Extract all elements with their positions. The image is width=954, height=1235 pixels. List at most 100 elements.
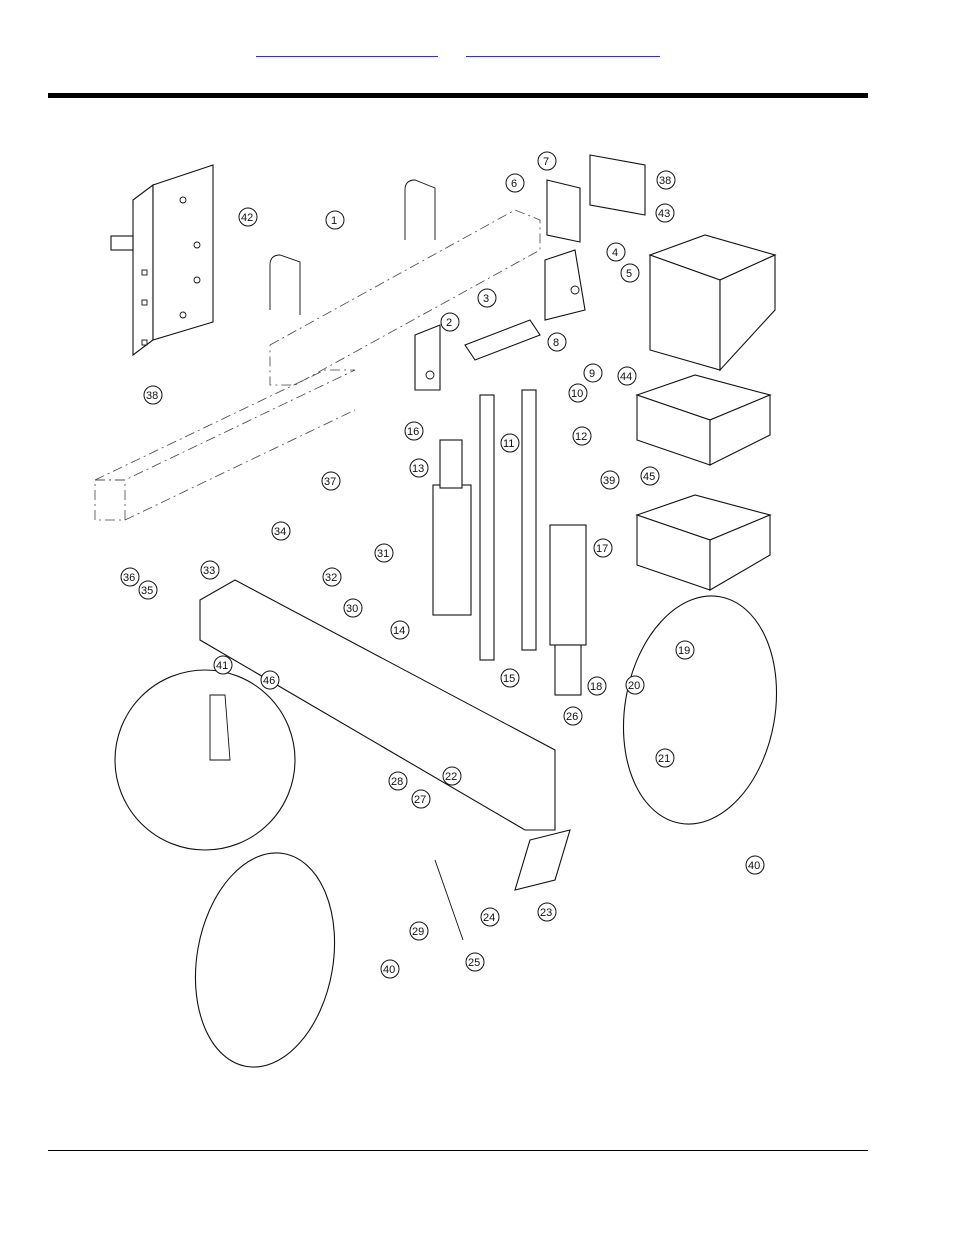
- svg-text:19: 19: [678, 645, 690, 657]
- svg-text:18: 18: [590, 681, 602, 693]
- svg-text:45: 45: [643, 471, 655, 483]
- callout-29: 29: [410, 922, 428, 940]
- callout-7: 7: [538, 152, 556, 170]
- svg-text:32: 32: [325, 572, 337, 584]
- callout-22: 22: [443, 767, 461, 785]
- svg-text:42: 42: [241, 212, 253, 224]
- svg-text:16: 16: [407, 426, 419, 438]
- callout-39: 39: [601, 471, 619, 489]
- svg-text:35: 35: [141, 585, 153, 597]
- callout-20: 20: [626, 676, 644, 694]
- part-7-plate: [590, 155, 645, 215]
- svg-text:13: 13: [412, 463, 424, 475]
- svg-text:41: 41: [216, 660, 228, 672]
- svg-text:46: 46: [263, 675, 275, 687]
- part-2-brackets: [415, 250, 585, 390]
- callout-16: 16: [405, 422, 423, 440]
- header-rule: [48, 93, 868, 98]
- svg-text:29: 29: [412, 926, 424, 938]
- svg-text:14: 14: [393, 625, 405, 637]
- callout-12: 12: [573, 427, 591, 445]
- nav-link-left[interactable]: [256, 40, 438, 57]
- callout-26: 26: [564, 707, 582, 725]
- svg-text:40: 40: [383, 964, 395, 976]
- nav-link-right[interactable]: [466, 40, 660, 57]
- part-1-u-bolts: [270, 180, 435, 315]
- svg-text:44: 44: [620, 371, 632, 383]
- callout-40a: 40: [381, 960, 399, 978]
- svg-text:6: 6: [511, 178, 517, 190]
- svg-text:23: 23: [540, 907, 552, 919]
- part-13-boot: [433, 440, 471, 615]
- callout-30: 30: [344, 599, 362, 617]
- part-42-bracket: [111, 165, 213, 355]
- svg-text:17: 17: [596, 543, 608, 555]
- callout-21: 21: [656, 749, 674, 767]
- callout-18: 18: [588, 677, 606, 695]
- svg-text:30: 30: [346, 603, 358, 615]
- svg-text:22: 22: [445, 771, 457, 783]
- part-12-springs: [480, 390, 536, 660]
- svg-text:4: 4: [612, 247, 618, 259]
- callout-15: 15: [501, 669, 519, 687]
- part-6-plate: [547, 180, 580, 242]
- svg-text:36: 36: [123, 572, 135, 584]
- callout-38b: 38: [657, 171, 675, 189]
- callout-5: 5: [621, 264, 639, 282]
- callout-34: 34: [272, 522, 290, 540]
- part-17-boot: [550, 525, 586, 695]
- svg-text:2: 2: [446, 317, 452, 329]
- callout-36: 36: [121, 568, 139, 586]
- callout-40b: 40: [746, 856, 764, 874]
- part-45-weldment: [637, 495, 770, 590]
- callout-42: 42: [239, 208, 257, 226]
- svg-text:8: 8: [553, 337, 559, 349]
- callout-38a: 38: [144, 386, 162, 404]
- callout-1: 1: [326, 211, 344, 229]
- svg-text:34: 34: [274, 526, 286, 538]
- svg-text:25: 25: [468, 957, 480, 969]
- svg-text:15: 15: [503, 673, 515, 685]
- svg-text:21: 21: [658, 753, 670, 765]
- svg-text:43: 43: [658, 208, 670, 220]
- svg-text:38: 38: [659, 175, 671, 187]
- part-40-disc-left: [179, 842, 350, 1078]
- parts-exploded-diagram: 1 2 3 4 5 6 7 8 9 10 11 12 13 14 15 16 1…: [85, 140, 790, 1078]
- svg-text:38: 38: [146, 390, 158, 402]
- svg-text:9: 9: [589, 368, 595, 380]
- svg-text:12: 12: [575, 431, 587, 443]
- part-43-weldment: [650, 235, 775, 370]
- callout-35: 35: [139, 581, 157, 599]
- svg-text:10: 10: [571, 388, 583, 400]
- callout-10: 10: [569, 384, 587, 402]
- callout-4: 4: [607, 243, 625, 261]
- callout-37: 37: [322, 472, 340, 490]
- callout-33: 33: [201, 561, 219, 579]
- callout-45: 45: [641, 467, 659, 485]
- svg-text:39: 39: [603, 475, 615, 487]
- svg-text:24: 24: [483, 912, 495, 924]
- callout-19: 19: [676, 641, 694, 659]
- svg-text:28: 28: [391, 776, 403, 788]
- svg-text:3: 3: [483, 293, 489, 305]
- callout-24: 24: [481, 908, 499, 926]
- part-44-weldment: [637, 375, 770, 465]
- svg-text:27: 27: [414, 794, 426, 806]
- callout-8: 8: [548, 333, 566, 351]
- part-3-link: [465, 320, 540, 360]
- callout-14: 14: [391, 621, 409, 639]
- callout-46: 46: [261, 671, 279, 689]
- callout-43: 43: [656, 204, 674, 222]
- footer-rule: [48, 1150, 868, 1151]
- detail-inset-41: [115, 670, 295, 850]
- callout-28: 28: [389, 772, 407, 790]
- callout-17: 17: [594, 539, 612, 557]
- callout-11: 11: [501, 434, 519, 452]
- svg-text:11: 11: [503, 438, 514, 450]
- part-40-disc-right: [606, 584, 790, 837]
- callout-32: 32: [323, 568, 341, 586]
- callout-2: 2: [441, 313, 459, 331]
- svg-text:37: 37: [324, 476, 336, 488]
- callout-13: 13: [410, 459, 428, 477]
- callout-9: 9: [584, 364, 602, 382]
